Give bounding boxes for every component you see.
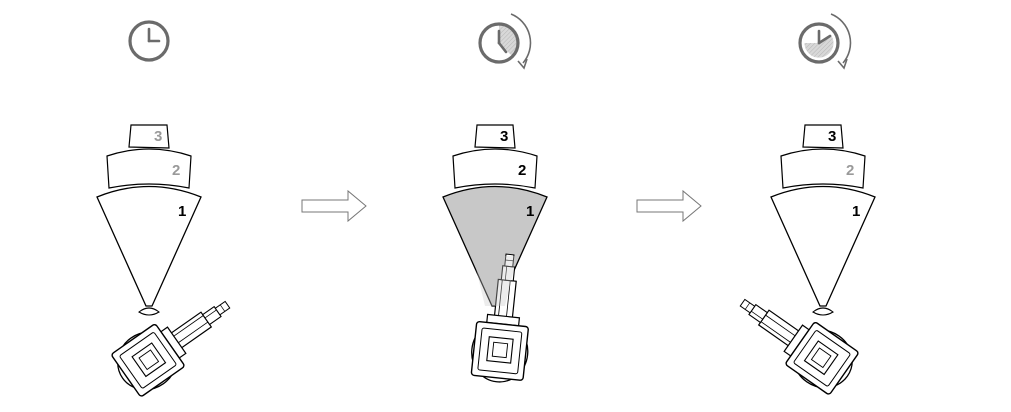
- zone-2-label: 2: [172, 162, 180, 179]
- arrow-right-icon: [636, 190, 702, 222]
- arrow-right-icon: [301, 190, 367, 222]
- panel-before: 3 2 1: [96, 20, 245, 402]
- zone-1-label: 1: [526, 203, 534, 220]
- panel-after: 3 2 1: [725, 13, 876, 400]
- zone-1-label: 1: [852, 203, 860, 220]
- clock-icon: [128, 20, 170, 62]
- clock-rotating-icon: [478, 13, 532, 70]
- zone-3-label: 3: [828, 128, 836, 145]
- clock-elapsed-icon: [798, 13, 852, 70]
- panel-during: 3 2 1: [442, 13, 548, 386]
- zone-3-shape: [802, 124, 844, 149]
- zone-2-shape: [106, 148, 192, 189]
- zone-3-label: 3: [154, 128, 162, 145]
- zone-3-shape: [128, 124, 170, 149]
- zone-1-sector: [96, 185, 202, 307]
- zone-2-shape: [780, 148, 866, 189]
- zone-2-shape: [452, 148, 538, 189]
- projection-tip: [812, 307, 834, 316]
- zone-1-label: 1: [178, 203, 186, 220]
- projection-tip: [138, 307, 160, 316]
- zone-3-shape: [474, 124, 516, 149]
- zone-2-label: 2: [846, 162, 854, 179]
- zone-1-overlay: [473, 256, 517, 306]
- zone-3-label: 3: [500, 128, 508, 145]
- zone-2-label: 2: [518, 162, 526, 179]
- projector-device: [105, 281, 245, 402]
- projector-device: [725, 279, 865, 400]
- zone-1-sector-highlighted: [442, 185, 548, 307]
- zone-1-sector: [770, 185, 876, 307]
